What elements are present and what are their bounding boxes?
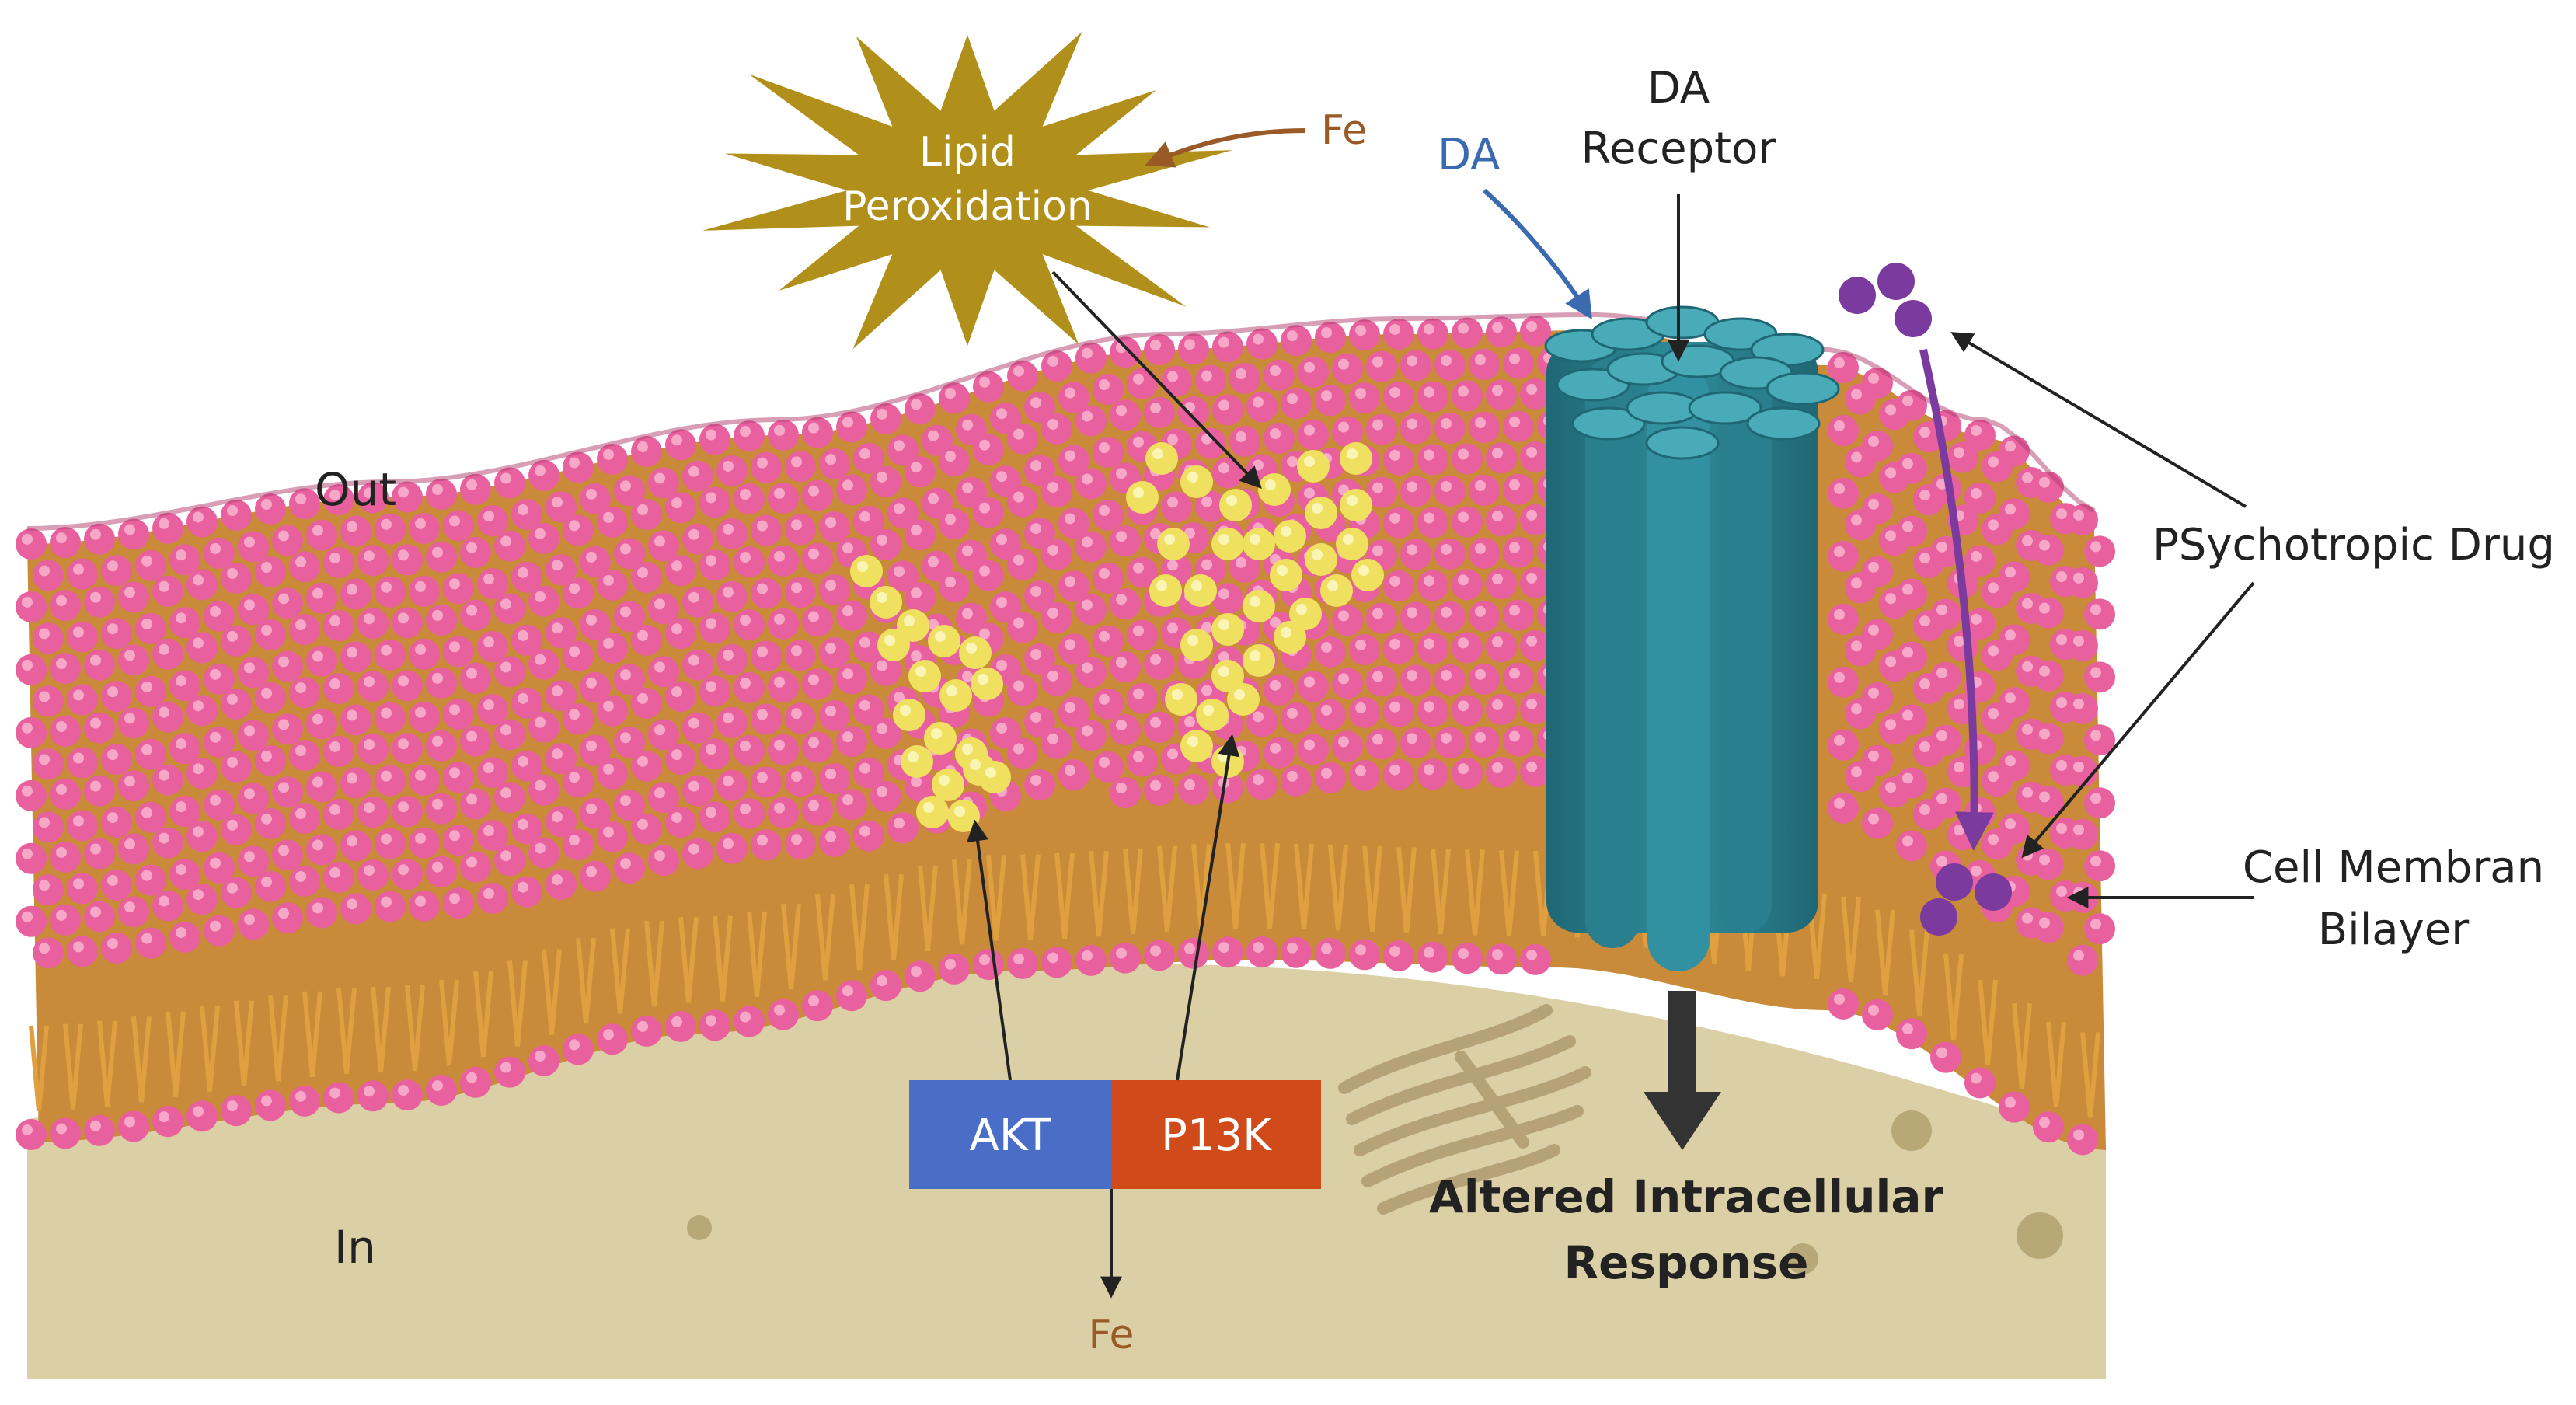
response-arrow-shaft [1668, 991, 1696, 1100]
out-label: Out [315, 463, 396, 516]
cytoplasm-particle [687, 1215, 712, 1240]
cell-membrane-label-line2: Bilayer [2318, 905, 2470, 955]
lipid-peroxidation-star [702, 31, 1232, 350]
psychotropic-drug-label: PSychotropic Drug [2152, 520, 2555, 570]
in-label: In [334, 1221, 376, 1274]
drug-molecule-outside [1839, 263, 1932, 337]
oxidized-lipid-cluster [850, 442, 1384, 832]
akt-label: AKT [970, 1110, 1052, 1161]
golgi-organelle [1338, 1004, 1591, 1215]
da-receptor-label-line2: Receptor [1581, 124, 1777, 174]
p13k-pointer [1176, 734, 1240, 1081]
fe-bottom-label: Fe [1088, 1312, 1134, 1358]
cytoplasm-particle [1787, 1243, 1818, 1274]
cytoplasm-particle [1891, 1110, 1932, 1151]
drug-pointer-outside [1950, 332, 2247, 508]
cell-membrane-label-line1: Cell Membran [2243, 842, 2544, 893]
da-label: DA [1438, 130, 1500, 180]
cytoplasm-particle [2017, 1212, 2063, 1259]
fe-top-label: Fe [1321, 107, 1367, 154]
altered-response-line2: Response [1563, 1236, 1808, 1289]
lipid-star-line2: Peroxidation [842, 183, 1093, 230]
akt-box [909, 1080, 1111, 1189]
p13k-label: P13K [1161, 1110, 1272, 1161]
peroxidation-arrow [1051, 270, 1262, 490]
fe-top-arrow [1145, 128, 1306, 168]
drug-molecule-membrane [1920, 863, 2012, 936]
da-receptor-channel [1544, 305, 1840, 971]
da-arrow [1482, 188, 1592, 320]
p13k-box [1111, 1080, 1321, 1189]
da-receptor-label-line1: DA [1647, 63, 1710, 113]
drug-entry-arrow [1919, 348, 1994, 851]
response-arrow-head [1644, 1092, 1721, 1150]
drug-pointer-membrane [2021, 581, 2255, 859]
akt-pointer [967, 819, 1012, 1081]
lipid-star-line1: Lipid [919, 129, 1016, 176]
altered-response-line1: Altered Intracellular [1429, 1170, 1944, 1223]
